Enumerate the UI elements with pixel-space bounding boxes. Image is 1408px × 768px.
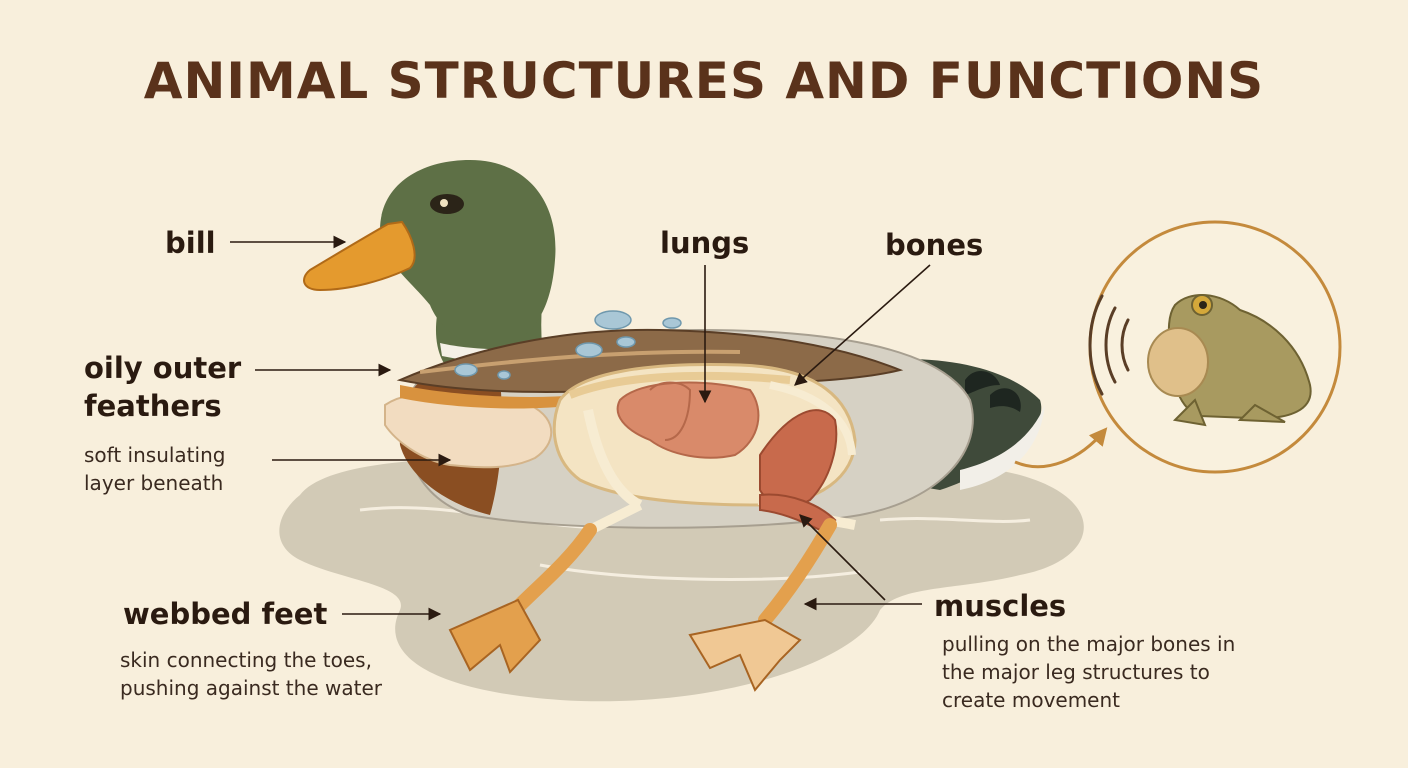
label-bill: bill bbox=[165, 226, 216, 260]
label-muscles: muscles bbox=[934, 589, 1067, 623]
duck-bill bbox=[303, 220, 416, 292]
duck-head bbox=[380, 160, 556, 348]
lungs-organ bbox=[616, 381, 760, 459]
label-webbed-desc-line2: pushing against the water bbox=[120, 676, 382, 700]
page-title: ANIMAL STRUCTURES AND FUNCTIONS bbox=[143, 52, 1265, 110]
label-muscles-desc-line3: create movement bbox=[942, 688, 1121, 712]
front-leg bbox=[448, 523, 597, 674]
water-ripple bbox=[879, 517, 1031, 523]
transition-arrow-icon bbox=[1014, 427, 1108, 469]
back-leg bbox=[688, 518, 837, 692]
label-oily-outer-feathers: oily outer feathers bbox=[84, 349, 241, 425]
water-ripple bbox=[539, 563, 861, 581]
label-muscles-desc-line1: pulling on the major bones in bbox=[942, 632, 1236, 656]
leader-arrows bbox=[230, 235, 931, 621]
label-oily-line1: oily outer bbox=[84, 351, 242, 385]
label-muscles-desc-line2: the major leg structures to bbox=[942, 660, 1210, 684]
label-webbed-feet: webbed feet bbox=[123, 597, 328, 631]
label-muscles-description: pulling on the major bones in the major … bbox=[942, 630, 1235, 714]
arrow-muscles-to-bone bbox=[799, 514, 886, 601]
frog-inset-icon bbox=[1147, 293, 1312, 427]
label-lungs: lungs bbox=[660, 226, 750, 260]
sound-waves-icon bbox=[1088, 294, 1130, 396]
label-soft-line1: soft insulating bbox=[84, 443, 226, 467]
lungs-lobe bbox=[649, 381, 692, 441]
label-bones: bones bbox=[885, 228, 984, 262]
label-oily-line2: feathers bbox=[84, 389, 222, 423]
water-droplet-icon bbox=[454, 310, 682, 380]
duck-feather-edge bbox=[400, 385, 580, 409]
arrow-bones bbox=[794, 264, 931, 386]
label-soft-insulating-layer: soft insulating layer beneath bbox=[84, 441, 225, 497]
label-soft-line2: layer beneath bbox=[84, 471, 224, 495]
label-webbed-desc-line1: skin connecting the toes, bbox=[120, 648, 372, 672]
label-webbed-description: skin connecting the toes, pushing agains… bbox=[120, 646, 382, 702]
